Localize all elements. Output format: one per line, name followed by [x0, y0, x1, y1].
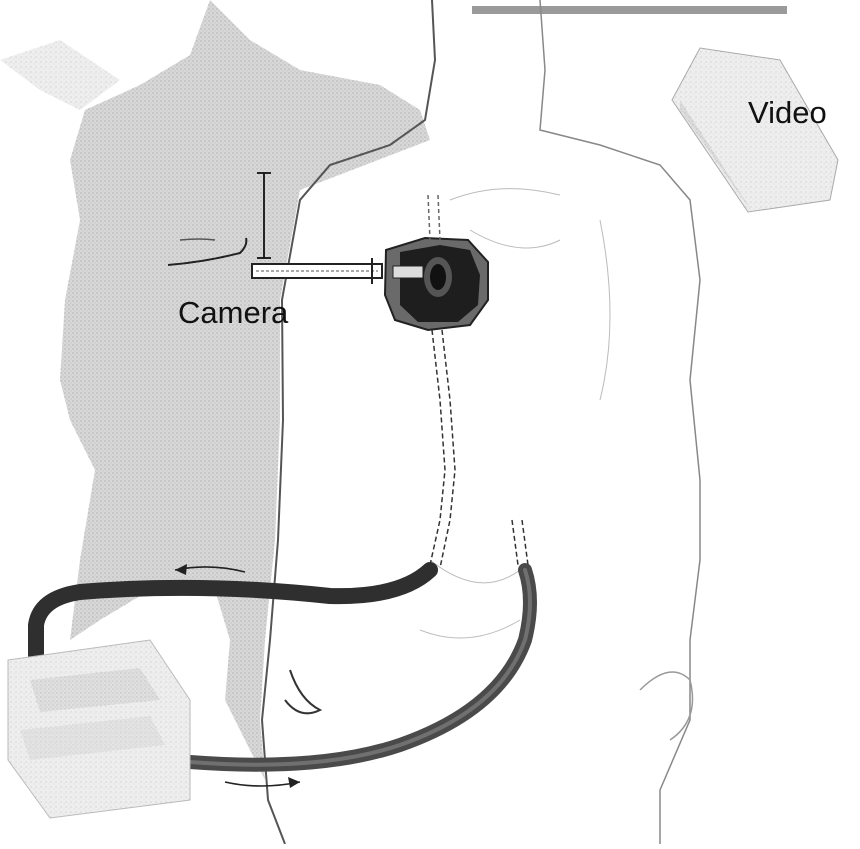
top-strip [472, 6, 787, 14]
dashed-vessel-top [428, 195, 440, 240]
control-box-icon [8, 640, 190, 818]
camera-capsule-icon [385, 238, 488, 330]
arrow-lower-icon [225, 777, 300, 788]
dashed-catheter-right [512, 520, 528, 565]
left-figure-shoulder-shade [0, 40, 120, 110]
camera-label: Camera [178, 295, 288, 331]
left-hand-outline [285, 670, 320, 713]
video-label: Video [748, 95, 827, 131]
right-hand-outline [640, 672, 693, 740]
right-figure-torso-outline [540, 0, 700, 844]
dashed-catheter-left [430, 330, 455, 568]
